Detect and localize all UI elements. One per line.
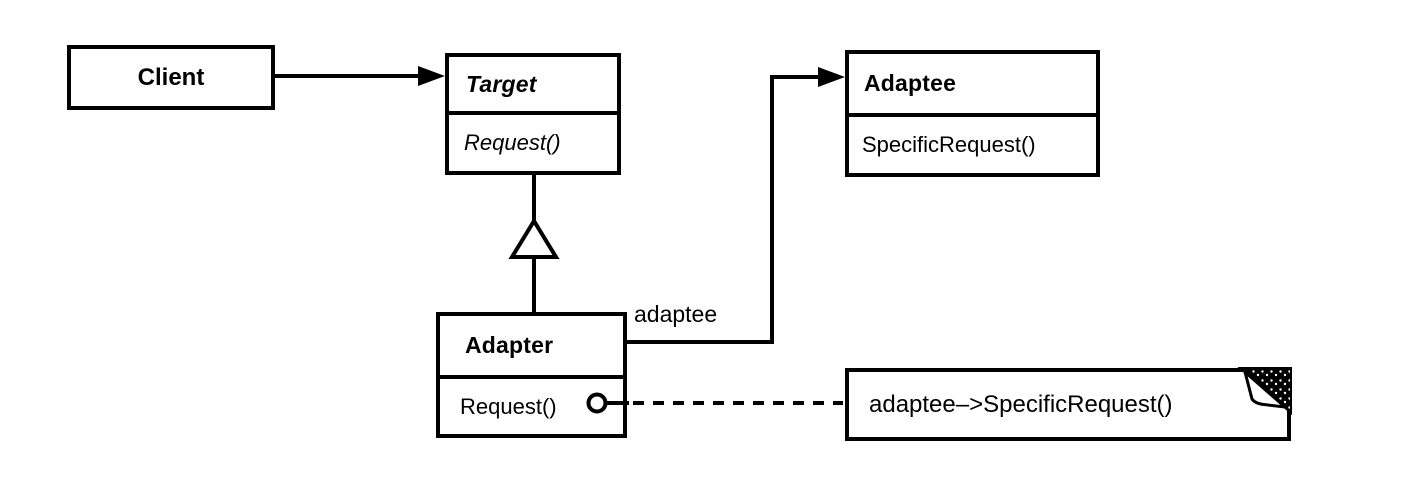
- class-box-client: Client: [67, 45, 275, 110]
- client-target-arrow: [275, 66, 445, 86]
- class-method-target-request: Request(): [464, 130, 561, 155]
- class-name-adapter: Adapter: [465, 332, 554, 358]
- generalization-arrow: [508, 175, 560, 314]
- filled-arrowhead-icon: [818, 67, 845, 87]
- hollow-triangle-icon: [508, 217, 560, 259]
- note-box: adaptee–>SpecificRequest(): [845, 368, 1291, 441]
- filled-arrowhead-icon: [418, 66, 445, 86]
- class-box-adaptee: Adaptee SpecificRequest(): [845, 50, 1100, 177]
- class-name-target: Target: [466, 70, 537, 97]
- class-name-adaptee: Adaptee: [864, 70, 957, 96]
- note-text: adaptee–>SpecificRequest(): [869, 390, 1173, 418]
- class-name-client: Client: [137, 63, 205, 91]
- class-box-adapter: Adapter Request(): [436, 312, 627, 438]
- class-box-target: Target Request(): [445, 53, 621, 175]
- class-method-adaptee-specificrequest: SpecificRequest(): [862, 132, 1036, 157]
- class-method-adapter-request: Request(): [460, 393, 557, 419]
- association-label-adaptee: adaptee: [634, 301, 718, 327]
